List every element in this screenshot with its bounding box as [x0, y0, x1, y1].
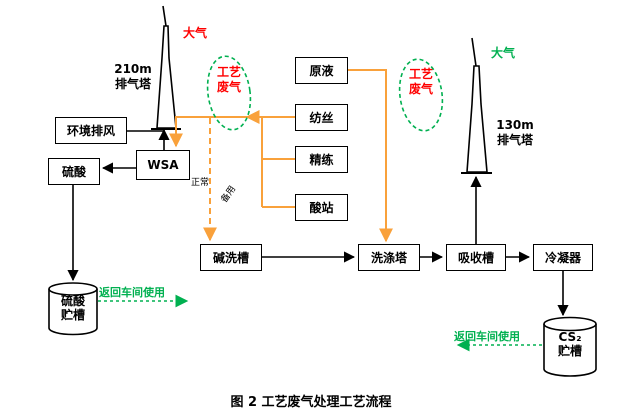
sulfuric-tank-line1: 硫酸 [60, 294, 85, 308]
stack-210m-name: 排气塔 [114, 77, 151, 91]
cs2-tank-line2: 贮槽 [557, 344, 582, 358]
box-washing-tower: 洗涤塔 [358, 244, 420, 271]
normal-line-label: 正常 [191, 178, 210, 188]
atmosphere-label-right: 大气 [491, 46, 516, 60]
box-spinning: 纺丝 [295, 104, 348, 131]
process-gas-right-l1: 工艺 [408, 67, 433, 81]
arrow-rawliquid-to-washtower [348, 69, 393, 243]
box-refining: 精练 [295, 146, 348, 173]
stack-130m-height: 130m [496, 118, 534, 132]
box-acid-station: 酸站 [295, 194, 348, 221]
cs2-tank [543, 316, 597, 377]
stack-210m-height: 210m [114, 62, 152, 76]
process-gas-text-right: 工艺 废气 [407, 67, 435, 97]
box-raw-liquid: 原液 [295, 57, 348, 84]
sulfuric-acid-tank [48, 282, 98, 336]
return-to-workshop-right: 返回车间使用 [454, 330, 520, 343]
black-flow-arrows [67, 128, 569, 317]
box-wsa: WSA [136, 150, 190, 180]
sulfuric-tank-line2: 贮槽 [60, 308, 85, 322]
process-gas-ellipse-left [206, 55, 252, 131]
box-condenser: 冷凝器 [533, 244, 593, 271]
cs2-tank-label: CS₂ 贮槽 [546, 330, 594, 358]
cs2-tank-line1: CS₂ [558, 330, 582, 344]
box-env-exhaust: 环境排风 [55, 117, 127, 144]
process-gas-right-l2: 废气 [408, 82, 433, 96]
box-absorption-tank: 吸收槽 [446, 244, 506, 271]
figure-caption: 图 2 工艺废气处理工艺流程 [230, 395, 392, 410]
process-gas-left-l2: 废气 [216, 80, 241, 94]
process-gas-ellipse-right [398, 58, 444, 132]
atmosphere-label-left: 大气 [183, 26, 208, 40]
return-to-workshop-left: 返回车间使用 [99, 286, 165, 299]
orange-process-gas-lines [169, 69, 393, 243]
stack-210m-label: 210m 排气塔 [106, 62, 160, 92]
box-alkali-wash-tank: 碱洗槽 [200, 244, 262, 271]
process-gas-text-left: 工艺 废气 [215, 65, 243, 95]
stack-130m-name: 排气塔 [496, 133, 533, 147]
arrow-gas-to-wsa [169, 116, 247, 148]
sulfuric-tank-label: 硫酸 贮槽 [50, 294, 96, 322]
exhaust-stack-130m [461, 37, 492, 174]
stack-130m-label: 130m 排气塔 [486, 118, 544, 148]
box-sulfuric-acid: 硫酸 [48, 158, 100, 185]
process-gas-left-l1: 工艺 [216, 65, 241, 79]
green-dashed-elements [98, 55, 542, 352]
